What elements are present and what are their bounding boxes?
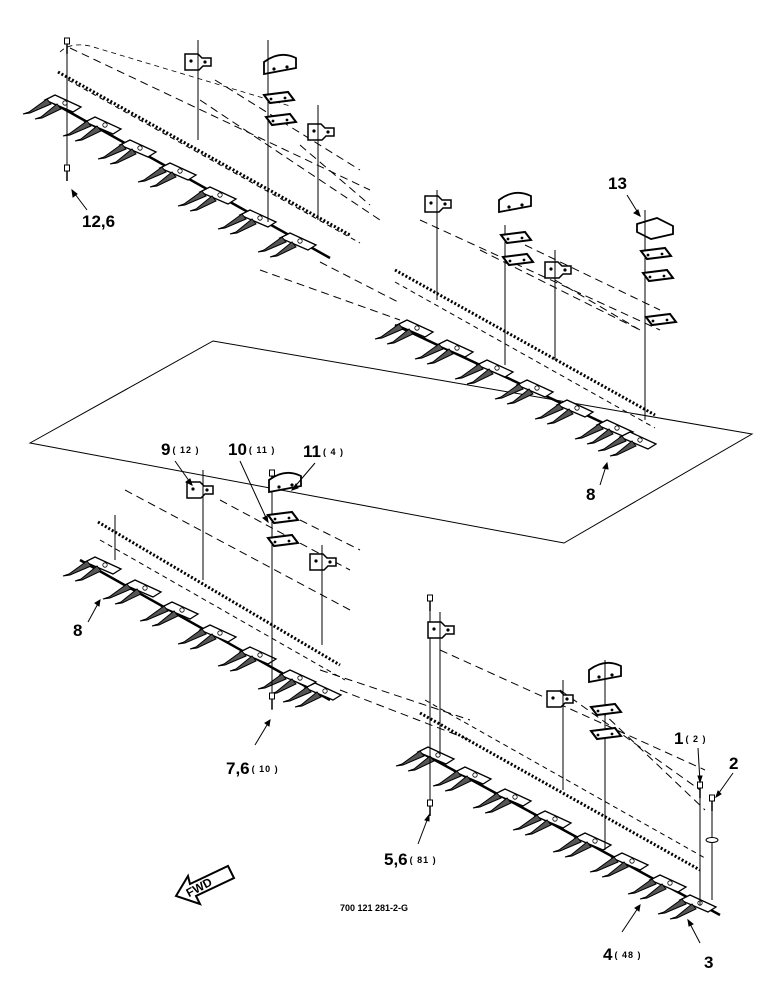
callout-8-upper: 8	[586, 486, 595, 504]
callout-4: 4( 48 )	[603, 946, 641, 964]
callout-quantity: ( 11 )	[248, 445, 276, 455]
callout-number: 4	[603, 945, 613, 964]
upper-left-cutterbar	[22, 37, 401, 321]
leader-arrows	[71, 188, 734, 944]
lower-right-cutterbar	[395, 594, 721, 920]
callout-8-lower: 8	[73, 622, 82, 640]
callout-number: 1	[674, 729, 684, 748]
upper-right-cutterbar	[374, 190, 677, 457]
callout-number: 2	[729, 754, 739, 773]
callout-quantity: ( 12 )	[172, 445, 200, 455]
callout-quantity: ( 48 )	[614, 950, 642, 960]
callout-number: 10	[228, 440, 247, 459]
callout-11: 11( 4 )	[303, 443, 344, 461]
callout-13: 13	[608, 175, 627, 193]
callout-number: 8	[73, 621, 83, 640]
callout-number: 5,6	[384, 850, 408, 869]
forward-direction-arrow: FWD	[174, 864, 236, 906]
callout-number: 11	[303, 442, 321, 461]
callout-3: 3	[704, 954, 713, 972]
separation-plane	[28, 340, 754, 544]
callout-quantity: ( 2 )	[685, 734, 707, 744]
callout-quantity: ( 81 )	[409, 855, 437, 865]
callout-number: 8	[586, 485, 596, 504]
callout-2: 2	[729, 755, 738, 773]
callout-number: 7,6	[226, 759, 250, 778]
lower-left-cutterbar	[62, 469, 471, 741]
callout-quantity: ( 10 )	[251, 764, 279, 774]
callout-number: 3	[704, 953, 714, 972]
document-reference: 700 121 281-2-G	[340, 903, 409, 913]
callout-number: 13	[608, 174, 627, 193]
callout-1: 1( 2 )	[674, 730, 706, 748]
callout-10: 10( 11 )	[228, 441, 275, 459]
callout-5-6: 5,6( 81 )	[384, 851, 437, 869]
callout-9: 9( 12 )	[161, 441, 199, 459]
callout-number: 9	[161, 440, 171, 459]
callout-12-6: 12,6	[82, 213, 115, 231]
callout-number: 12,6	[82, 212, 116, 231]
callout-7-6: 7,6( 10 )	[226, 760, 279, 778]
callout-quantity: ( 4 )	[322, 447, 344, 457]
